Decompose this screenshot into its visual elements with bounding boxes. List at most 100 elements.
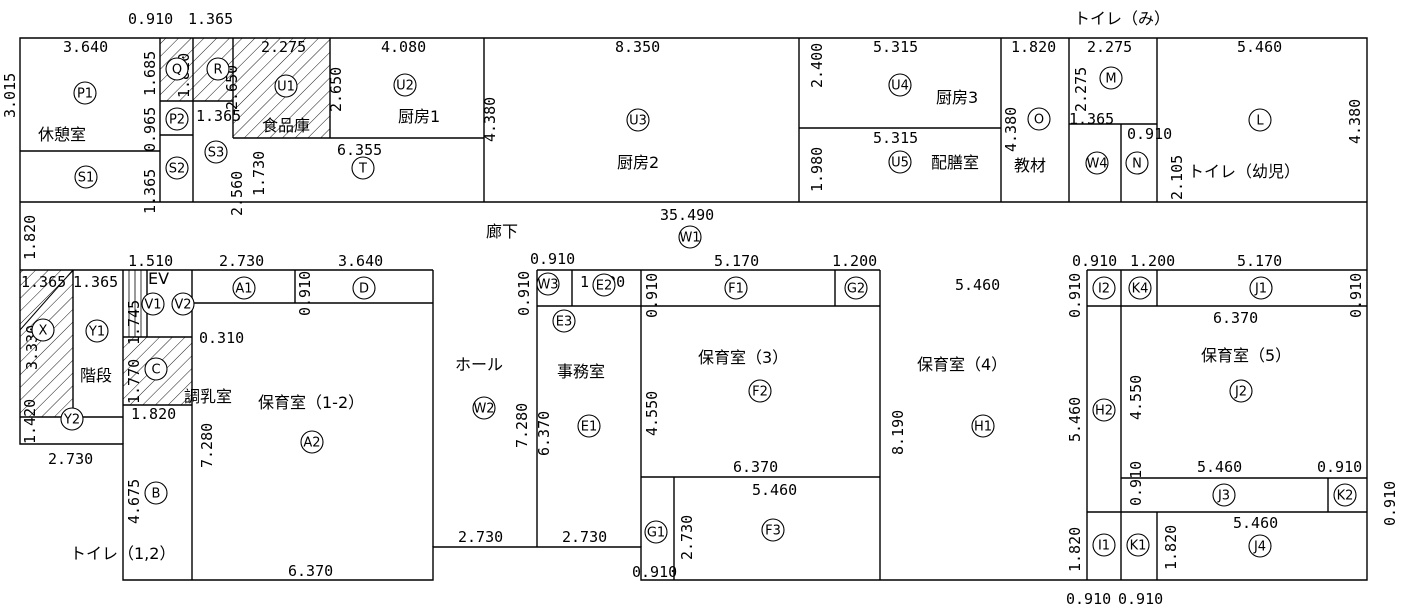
room-name: EV xyxy=(148,269,169,288)
room-tag-label: F2 xyxy=(752,385,768,400)
dimension-label: 0.910 xyxy=(296,271,314,316)
room-tag-label: H1 xyxy=(974,420,992,435)
dimension-label: 5.315 xyxy=(873,129,918,147)
room-tag-label: K2 xyxy=(1337,489,1354,504)
dimension-label: 2.730 xyxy=(458,528,503,546)
dimension-label: 0.910 xyxy=(1127,125,1172,143)
room-tag-circle xyxy=(592,273,616,297)
room-tag-i1: I1 xyxy=(1092,533,1116,557)
room-tag-label: P1 xyxy=(77,87,93,102)
dimension-label: 1.510 xyxy=(128,252,173,270)
dimension-label: 1.365 xyxy=(21,273,66,291)
room-tag-label: Y1 xyxy=(88,325,105,340)
room-tag-circle xyxy=(577,414,601,438)
room-tag-k4: K4 xyxy=(1128,276,1152,300)
room-tag-u1: U1 xyxy=(274,74,298,98)
room-tag-h1: H1 xyxy=(971,414,995,438)
dimension-label: 7.280 xyxy=(198,423,216,468)
room-tag-a1: A1 xyxy=(232,276,256,300)
dimension-label: 4.550 xyxy=(643,391,661,436)
room-tag-circle xyxy=(1126,533,1150,557)
room-tag-y1: Y1 xyxy=(85,319,109,343)
room-name: 保育室（4） xyxy=(917,355,1007,374)
room-tag-s3: S3 xyxy=(204,140,228,164)
dimension-label: 1.980 xyxy=(808,147,826,192)
room-tag-label: S1 xyxy=(78,171,95,186)
dimension-label: 2.275 xyxy=(1087,38,1132,56)
room-tag-circle xyxy=(1085,151,1109,175)
room-name: 厨房3 xyxy=(936,88,978,107)
room-tag-circle xyxy=(1248,534,1272,558)
dimension-label: 1.365 xyxy=(188,10,233,28)
dimension-label: 5.460 xyxy=(1066,397,1084,442)
room-tag-b: B xyxy=(144,481,168,505)
dimension-label: 4.380 xyxy=(1002,107,1020,152)
dimension-label: 1.820 xyxy=(131,405,176,423)
dimension-label: 0.910 xyxy=(1072,252,1117,270)
room-tag-label: A2 xyxy=(303,436,320,451)
dimension-label: 5.460 xyxy=(955,276,1000,294)
room-name: 厨房1 xyxy=(398,107,440,126)
room-tag-label: D xyxy=(359,282,369,297)
room-name: トイレ（み） xyxy=(1074,9,1170,28)
room-name: 食品庫 xyxy=(262,116,310,135)
room-tag-label: T xyxy=(358,162,367,177)
room-tag-v2: V2 xyxy=(171,292,195,316)
room-tag-label: C xyxy=(151,363,160,378)
room-tag-label: V2 xyxy=(174,298,191,313)
dimension-label: 3.640 xyxy=(338,252,383,270)
room-tag-circle xyxy=(85,319,109,343)
room-tag-label: X xyxy=(39,324,48,339)
room-tag-label: P2 xyxy=(169,113,185,128)
room-tag-circle xyxy=(1333,483,1357,507)
room-tag-circle xyxy=(1212,483,1236,507)
dimension-label: 35.490 xyxy=(660,206,714,224)
room-name: 階段 xyxy=(80,366,112,385)
dimension-label: 0.910 xyxy=(1347,273,1365,318)
room-tag-a2: A2 xyxy=(300,430,324,454)
dimension-label: 1.730 xyxy=(250,151,268,196)
room-tag-label: F1 xyxy=(728,282,744,297)
room-tag-circle xyxy=(644,520,668,544)
room-tag-circle xyxy=(1248,108,1272,132)
room-tag-circle xyxy=(1092,398,1116,422)
dimension-label: 2.275 xyxy=(261,38,306,56)
room-tag-circle xyxy=(165,107,189,131)
room-tag-circle xyxy=(171,292,195,316)
dimension-label: 5.460 xyxy=(1237,38,1282,56)
room-tag-j1: J1 xyxy=(1249,276,1273,300)
room-name: 休憩室 xyxy=(38,125,86,144)
dimension-label: 1.365 xyxy=(141,169,159,214)
dimension-label: 1.365 xyxy=(73,273,118,291)
dimension-label: 2.730 xyxy=(562,528,607,546)
room-tag-circle xyxy=(761,518,785,542)
room-tag-label: U5 xyxy=(891,156,909,171)
room-tag-circle xyxy=(165,156,189,180)
dimension-label: 3.640 xyxy=(63,38,108,56)
dimension-label: 0.910 xyxy=(1066,590,1111,608)
room-name: 配膳室 xyxy=(931,153,979,172)
room-tag-circle xyxy=(888,150,912,174)
room-tag-circle xyxy=(626,108,650,132)
room-tag-label: K4 xyxy=(1132,282,1149,297)
dimension-label: 1.820 xyxy=(1011,38,1056,56)
dimension-label: 5.460 xyxy=(1197,458,1242,476)
room-tag-circle xyxy=(971,414,995,438)
room-tag-label: U1 xyxy=(277,80,295,95)
dimension-label: 1.745 xyxy=(125,300,143,345)
room-tag-circle xyxy=(1249,276,1273,300)
room-tag-circle xyxy=(724,276,748,300)
room-tag-n: N xyxy=(1125,151,1149,175)
dimension-label: 6.370 xyxy=(535,411,553,456)
dimension-label: 2.400 xyxy=(808,43,826,88)
room-tag-label: O xyxy=(1034,113,1044,128)
dimension-label: 0.910 xyxy=(128,10,173,28)
room-tag-e2: E2 xyxy=(592,273,616,297)
room-tag-circle xyxy=(1125,151,1149,175)
room-name: ホール xyxy=(455,355,503,374)
room-tag-label: U3 xyxy=(629,114,647,129)
room-tag-circle xyxy=(1229,379,1253,403)
room-tag-label: S2 xyxy=(169,162,186,177)
room-tag-circle xyxy=(300,430,324,454)
